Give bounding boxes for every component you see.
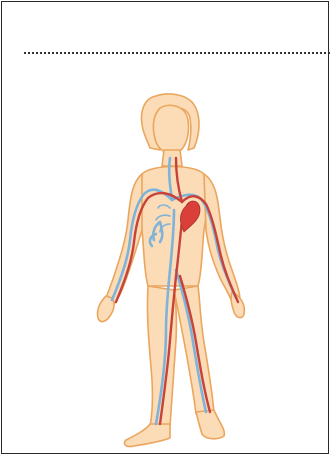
circulatory-system-figure <box>90 90 250 450</box>
left-foot <box>124 424 170 447</box>
worksheet-card <box>1 1 329 454</box>
left-arm <box>104 174 142 312</box>
right-foot <box>196 410 224 439</box>
right-arm <box>204 174 240 306</box>
right-hand <box>231 292 244 318</box>
neck <box>162 150 182 166</box>
head <box>153 105 188 153</box>
answer-dotted-line[interactable] <box>24 52 330 54</box>
